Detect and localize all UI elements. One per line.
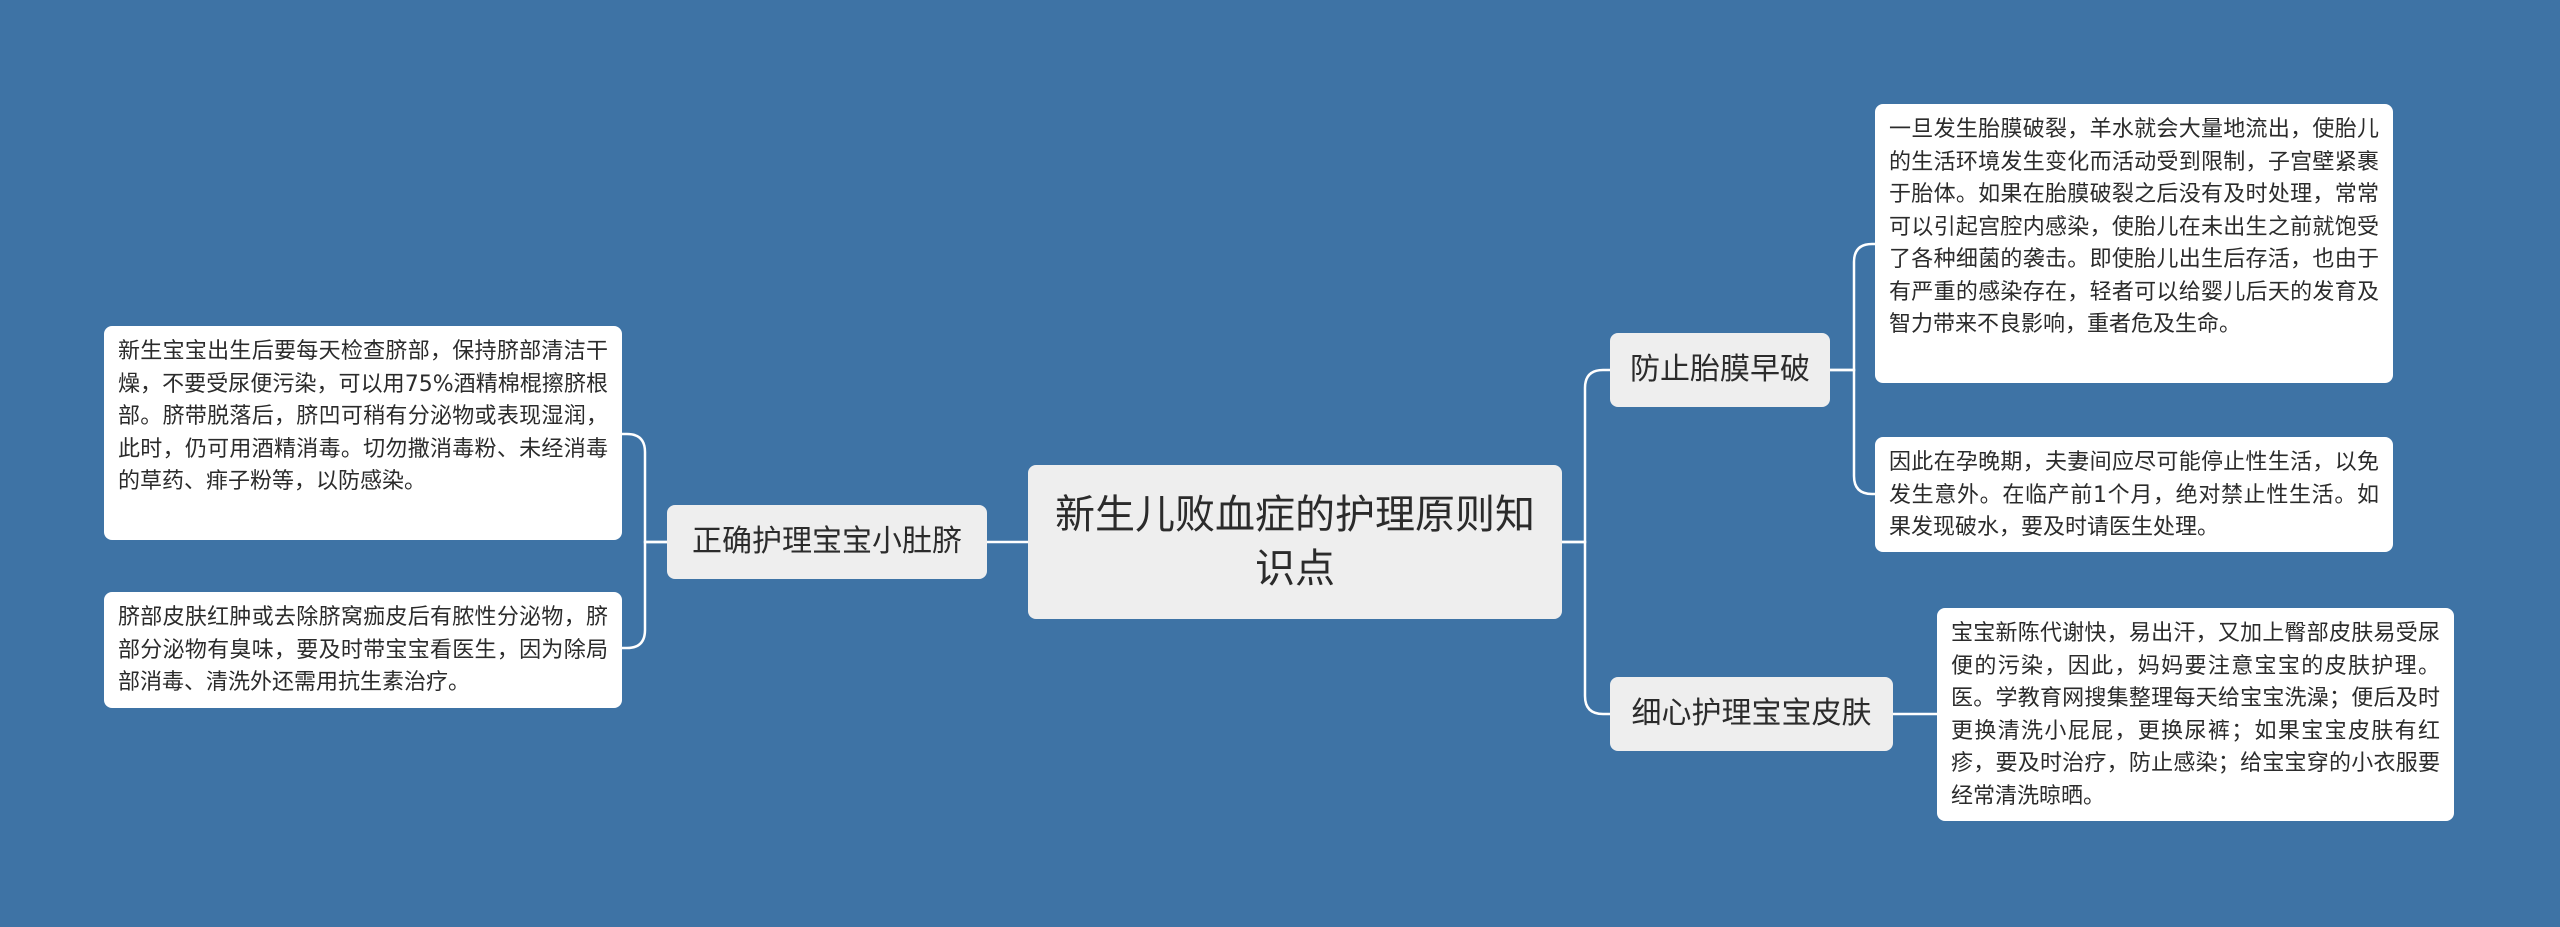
leaf-node-navel-infection-signs[interactable]: 脐部皮肤红肿或去除脐窝痂皮后有脓性分泌物，脐部分泌物有臭味，要及时带宝宝看医生，… [104,592,622,708]
leaf-text: 脐部皮肤红肿或去除脐窝痂皮后有脓性分泌物，脐部分泌物有臭味，要及时带宝宝看医生，… [118,605,608,695]
connector-branch-1-to-leaf-2 [1830,368,1875,496]
root-title: 新生儿败血症的护理原则知识点 [1055,492,1535,592]
leaf-node-skin-care-details[interactable]: 宝宝新陈代谢快，易出汗，又加上臀部皮肤易受尿便的污染，因此，妈妈要注意宝宝的皮肤… [1937,608,2454,821]
leaf-text: 一旦发生胎膜破裂，羊水就会大量地流出，使胎儿的生活环境发生变化而活动受到限制，子… [1889,117,2379,337]
leaf-text: 宝宝新陈代谢快，易出汗，又加上臀部皮肤易受尿便的污染，因此，妈妈要注意宝宝的皮肤… [1951,621,2440,809]
branch-label: 防止胎膜早破 [1630,352,1810,387]
root-node[interactable]: 新生儿败血症的护理原则知识点 [1028,465,1562,619]
connector-branch-3-to-leaf-2 [622,540,667,650]
connector-branch-3-to-leaf-1 [622,432,667,544]
leaf-node-late-pregnancy-advice[interactable]: 因此在孕晚期，夫妻间应尽可能停止性生活，以免发生意外。在临产前1个月，绝对禁止性… [1875,437,2393,552]
leaf-text: 因此在孕晚期，夫妻间应尽可能停止性生活，以免发生意外。在临产前1个月，绝对禁止性… [1889,450,2379,540]
connector-branch-1-to-leaf-1 [1830,242,1875,372]
leaf-node-navel-daily-check[interactable]: 新生宝宝出生后要每天检查脐部，保持脐部清洁干燥，不要受尿便污染，可以用75%酒精… [104,326,622,540]
branch-label: 正确护理宝宝小肚脐 [692,524,962,559]
leaf-text: 新生宝宝出生后要每天检查脐部，保持脐部清洁干燥，不要受尿便污染，可以用75%酒精… [118,339,608,494]
leaf-node-rupture-risks[interactable]: 一旦发生胎膜破裂，羊水就会大量地流出，使胎儿的生活环境发生变化而活动受到限制，子… [1875,104,2393,383]
branch-node-baby-skin-care[interactable]: 细心护理宝宝皮肤 [1610,677,1893,751]
branch-node-prevent-premature-rupture[interactable]: 防止胎膜早破 [1610,333,1830,407]
branch-node-navel-care[interactable]: 正确护理宝宝小肚脐 [667,505,987,579]
connector-root-to-branch-2 [1562,540,1610,716]
branch-label: 细心护理宝宝皮肤 [1631,696,1872,731]
connector-root-to-branch-1 [1562,368,1610,544]
